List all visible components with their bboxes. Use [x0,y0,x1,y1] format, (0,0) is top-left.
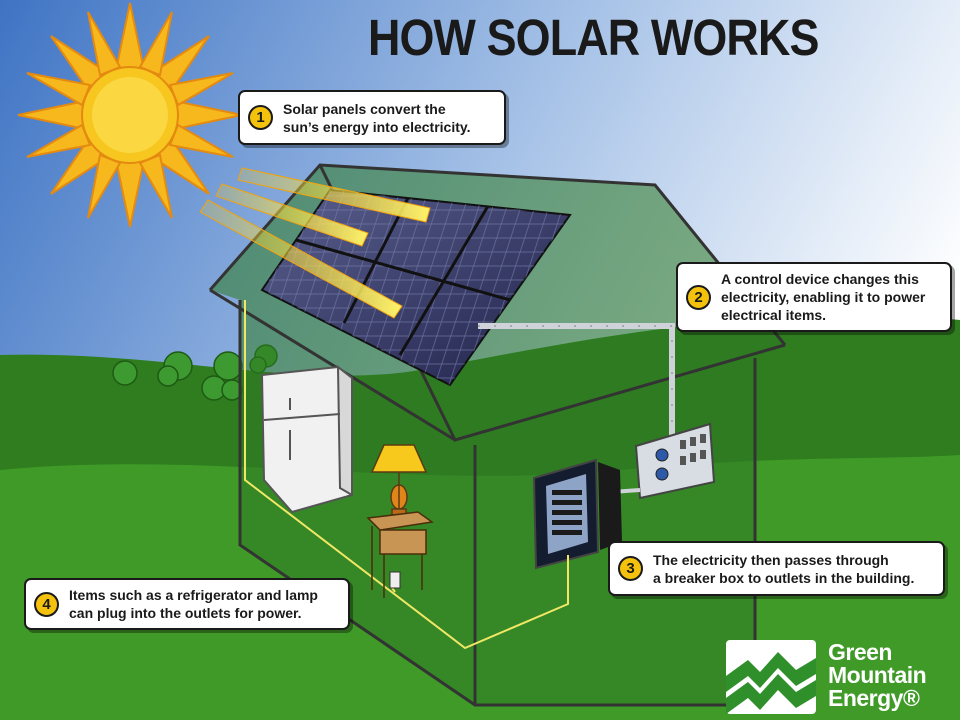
page-title: HOW SOLAR WORKS [368,9,819,66]
nightstand [366,511,434,598]
logo-line-3: Energy® [828,685,920,711]
sun [17,2,243,228]
step-3-text: The electricity then passes through a br… [653,551,915,586]
lamp [370,444,428,516]
breaker-box [532,458,622,570]
outlet [389,571,401,589]
step-1-callout: 1 Solar panels convert the sun’s energy … [238,90,506,145]
company-logo: Green Mountain Energy® [726,639,927,714]
step-1-badge: 1 [248,105,273,130]
step-2-badge: 2 [686,284,711,310]
solar-panel-array [260,188,572,387]
refrigerator [260,364,353,514]
sun-beams [199,167,431,319]
step-1-text: Solar panels convert the sun’s energy in… [283,100,471,135]
logo-wordmark: Green Mountain Energy® [828,639,927,711]
step-4-text: Items such as a refrigerator and lamp ca… [69,587,318,621]
logo-line-2: Mountain [828,662,927,688]
control-device [634,422,716,500]
step-2-callout: 2 A control device changes this electric… [676,262,952,332]
step-3-callout: 3 The electricity then passes through a … [608,541,945,596]
step-2-text: A control device changes this electricit… [721,271,926,323]
step-4-callout: 4 Items such as a refrigerator and lamp … [24,578,350,630]
step-4-badge: 4 [34,591,59,617]
logo-line-1: Green [828,639,892,665]
logo-mark-shape [726,640,816,714]
step-3-badge: 3 [618,556,643,581]
wiring [244,300,569,650]
